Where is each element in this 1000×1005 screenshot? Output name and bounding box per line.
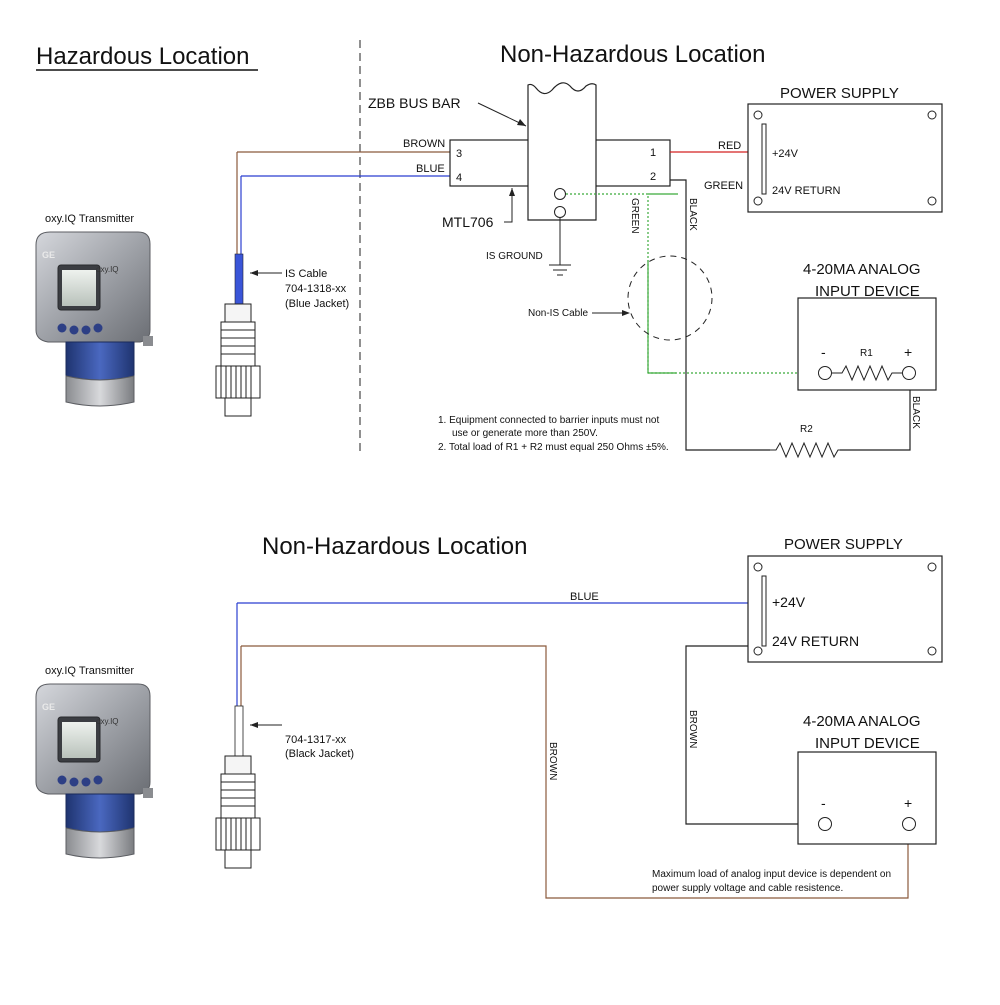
device-logo-bottom: GE — [42, 702, 55, 712]
wire-black — [670, 179, 911, 451]
power-supply-top — [747, 103, 943, 213]
wire-blue-label: BLUE — [416, 163, 445, 175]
wire-blue-label-bottom: BLUE — [570, 591, 599, 603]
note-line-1: 1. Equipment connected to barrier inputs… — [438, 415, 659, 426]
analog-title-1-bottom: 4-20MA ANALOG — [803, 713, 921, 730]
power-supply-bottom — [747, 555, 943, 663]
wire-red-label: RED — [718, 140, 741, 152]
is-cable-label: IS Cable — [285, 268, 327, 280]
power-supply-title-bottom: POWER SUPPLY — [784, 536, 903, 553]
wire-black-right-label: BLACK — [910, 396, 921, 429]
mtl706-label: MTL706 — [442, 214, 494, 230]
oxyiq-transmitter-device-bottom: GE oxy.IQ — [35, 683, 153, 859]
mtl706-barrier — [449, 82, 671, 221]
plus-terminal-top: + — [904, 344, 912, 360]
bus-bar-leader — [477, 102, 527, 127]
hazardous-location-title: Hazardous Location — [36, 43, 249, 70]
terminal-1: 1 — [650, 147, 656, 159]
resistor-r1 — [832, 364, 902, 382]
non-is-cable-marker — [627, 255, 713, 341]
bottom-nonhazardous-title: Non-Hazardous Location — [262, 533, 528, 560]
wire-green-vertical-label: GREEN — [629, 198, 640, 234]
resistor-r2 — [770, 441, 842, 459]
plus24-label-top: +24V — [772, 148, 799, 160]
plus-terminal-bottom: + — [904, 795, 912, 811]
wire-black-vertical-label: BLACK — [687, 198, 698, 231]
is-cable-part: 704-1318-xx — [285, 283, 347, 295]
note-line-2: use or generate more than 250V. — [452, 428, 598, 439]
plus24-label-bottom: +24V — [772, 594, 806, 610]
note-line-3: 2. Total load of R1 + R2 must equal 250 … — [438, 442, 669, 453]
bottom-transmitter-label: oxy.IQ Transmitter — [45, 665, 134, 677]
bottom-note-line-2: power supply voltage and cable resistenc… — [652, 883, 843, 894]
bottom-cable-part: 704-1317-xx — [285, 734, 347, 746]
bottom-note-line-1: Maximum load of analog input device is d… — [652, 869, 891, 880]
device-brand-label: oxy.IQ — [96, 265, 119, 274]
r1-label: R1 — [860, 348, 873, 359]
return24-label-top: 24V RETURN — [772, 185, 841, 197]
nonhazardous-location-title: Non-Hazardous Location — [500, 41, 766, 68]
non-is-cable-label: Non-IS Cable — [528, 308, 588, 319]
analog-input-device-bottom — [797, 751, 937, 845]
wire-green-label: GREEN — [704, 180, 743, 192]
black-jacket-cable-connector — [215, 603, 261, 869]
bottom-cable-jacket: (Black Jacket) — [285, 748, 354, 760]
analog-input-device-top — [797, 297, 937, 391]
wire-brown-left-label: BROWN — [547, 742, 558, 780]
analog-title-2-top: INPUT DEVICE — [815, 283, 920, 300]
wire-brown-right-label: BROWN — [687, 710, 698, 748]
terminal-3: 3 — [456, 148, 462, 160]
device-logo: GE — [42, 250, 55, 260]
r2-label: R2 — [800, 424, 813, 435]
wire-brown-return — [685, 645, 818, 825]
terminal-4: 4 — [456, 172, 462, 184]
bottom-diagram: Non-Hazardous Location oxy.IQ Transmitte… — [35, 533, 943, 899]
minus-terminal-top: - — [821, 344, 826, 360]
wire-green-ground — [566, 193, 818, 374]
top-diagram: Hazardous Location Non-Hazardous Locatio… — [35, 40, 943, 459]
minus-terminal-bottom: - — [821, 795, 826, 811]
transmitter-label: oxy.IQ Transmitter — [45, 213, 134, 225]
analog-title-2-bottom: INPUT DEVICE — [815, 735, 920, 752]
wire-brown-bottom-loop — [241, 645, 909, 899]
device-brand-label-bottom: oxy.IQ — [96, 717, 119, 726]
is-ground-label: IS GROUND — [486, 251, 543, 262]
wire-brown-label: BROWN — [403, 138, 445, 150]
terminal-2: 2 — [650, 171, 656, 183]
mtl706-leader — [504, 188, 513, 223]
zbb-bus-bar-label: ZBB BUS BAR — [368, 95, 461, 111]
analog-title-1-top: 4-20MA ANALOG — [803, 261, 921, 278]
is-cable-connector — [215, 152, 261, 417]
is-cable-jacket: (Blue Jacket) — [285, 298, 349, 310]
power-supply-title-top: POWER SUPPLY — [780, 85, 899, 102]
oxyiq-transmitter-device: GE oxy.IQ — [35, 231, 153, 407]
return24-label-bottom: 24V RETURN — [772, 633, 859, 649]
